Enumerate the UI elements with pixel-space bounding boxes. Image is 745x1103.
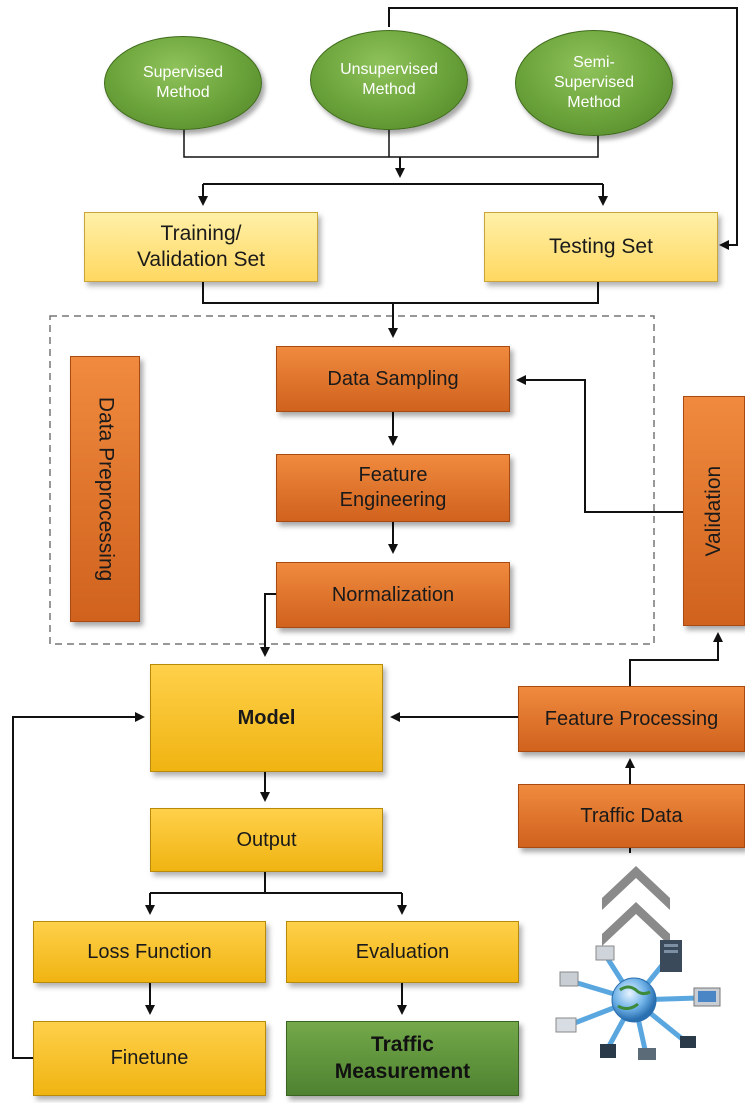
testing-set-node: Testing Set <box>484 212 718 282</box>
feature-processing-node: Feature Processing <box>518 686 745 752</box>
sets-merge-line <box>202 281 599 304</box>
normalization-node: Normalization <box>276 562 510 628</box>
preprocessing-group-border <box>49 315 655 645</box>
evaluation-node: Evaluation <box>286 921 519 983</box>
double-chevron-up-icon <box>602 866 670 946</box>
model-node: Model <box>150 664 383 772</box>
methods-merge-line <box>183 127 599 158</box>
semi-supervised-method-node: Semi- Supervised Method <box>515 30 673 136</box>
output-node: Output <box>150 808 383 872</box>
supervised-method-node: Supervised Method <box>104 36 262 130</box>
normalization-to-model-arrow <box>260 593 276 657</box>
network-hub-icon <box>555 940 721 1060</box>
validation-label: Validation <box>701 465 725 557</box>
traffic-measurement-node: Traffic Measurement <box>286 1021 519 1096</box>
data-sampling-node: Data Sampling <box>276 346 510 412</box>
semi-to-testing-loop <box>388 7 738 250</box>
training-validation-set-node: Training/ Validation Set <box>84 212 318 282</box>
feature-processing-to-validation-arrow <box>629 632 723 686</box>
validation-to-sampling-arrow <box>516 375 683 513</box>
finetune-to-model-loop <box>12 712 145 1059</box>
validation-node: Validation <box>683 396 745 626</box>
traffic-data-node: Traffic Data <box>518 784 745 848</box>
data-preprocessing-label: Data Preprocessing <box>94 396 118 582</box>
loss-function-node: Loss Function <box>33 921 266 983</box>
finetune-node: Finetune <box>33 1021 266 1096</box>
unsupervised-method-node: Unsupervised Method <box>310 30 468 130</box>
data-preprocessing-label-box: Data Preprocessing <box>70 356 140 622</box>
output-split-line <box>150 872 402 894</box>
feature-engineering-node: Feature Engineering <box>276 454 510 522</box>
